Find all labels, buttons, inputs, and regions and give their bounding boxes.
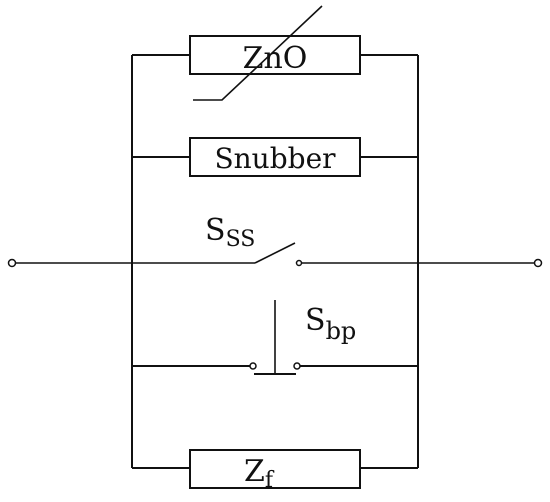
snubber-label: Snubber — [214, 142, 336, 175]
sss-label-sub: SS — [226, 227, 256, 252]
zf-impedance-box — [189, 449, 361, 489]
bp-contact-left-icon — [249, 362, 257, 370]
sss-label-main: S — [205, 213, 226, 248]
sbp-label-sub: bp — [326, 317, 357, 345]
right-terminal-icon — [533, 258, 543, 268]
sss-switch-blade — [254, 242, 296, 264]
sbp-label-main: S — [305, 303, 326, 338]
zf-label: Zf — [244, 454, 275, 493]
sss-label: SSS — [205, 213, 255, 252]
zf-label-main: Z — [244, 454, 265, 489]
left-terminal-icon — [7, 258, 17, 268]
zf-label-sub: f — [265, 468, 275, 493]
sss-contact-icon — [295, 259, 303, 267]
sbp-label: Sbp — [305, 303, 356, 345]
bp-contact-right-icon — [293, 362, 301, 370]
zno-varistor-box — [189, 35, 361, 75]
varistor-slash-icon — [193, 5, 323, 101]
snubber-box — [189, 137, 361, 177]
